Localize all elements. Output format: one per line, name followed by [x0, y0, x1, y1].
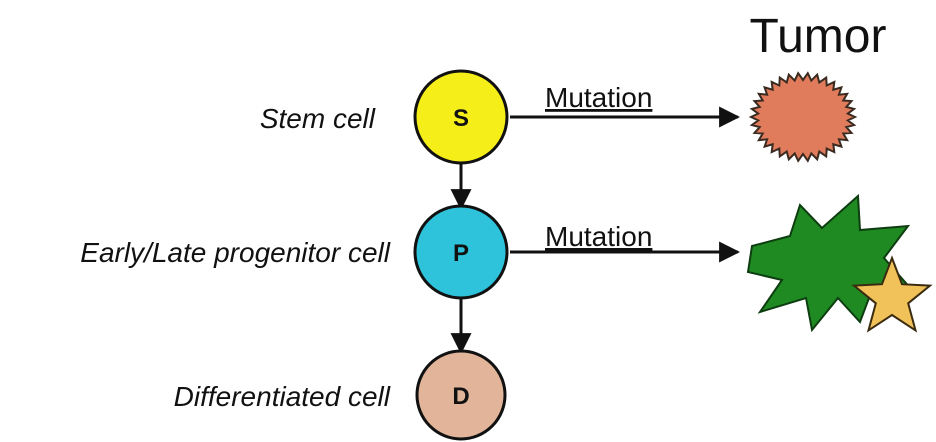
stem-cell-node: S [413, 69, 509, 165]
progenitor-cell-node: P [413, 204, 509, 300]
differentiated-cell-label: Differentiated cell [174, 381, 391, 412]
tumor-title: Tumor [750, 10, 887, 63]
progenitor-cell-letter: P [453, 240, 469, 267]
differentiated-cell-node: D [415, 349, 507, 441]
progenitor-cell-label: Early/Late progenitor cell [80, 237, 391, 268]
stem-cell-letter: S [453, 105, 469, 132]
differentiated-cell-letter: D [452, 383, 469, 410]
star-tumor-shape [851, 255, 933, 333]
stem-mutation-label: Mutation [545, 82, 652, 113]
progenitor-mutation-label: Mutation [545, 221, 652, 252]
stem-cell-label: Stem cell [260, 103, 376, 134]
round-tumor-shape [748, 71, 858, 163]
